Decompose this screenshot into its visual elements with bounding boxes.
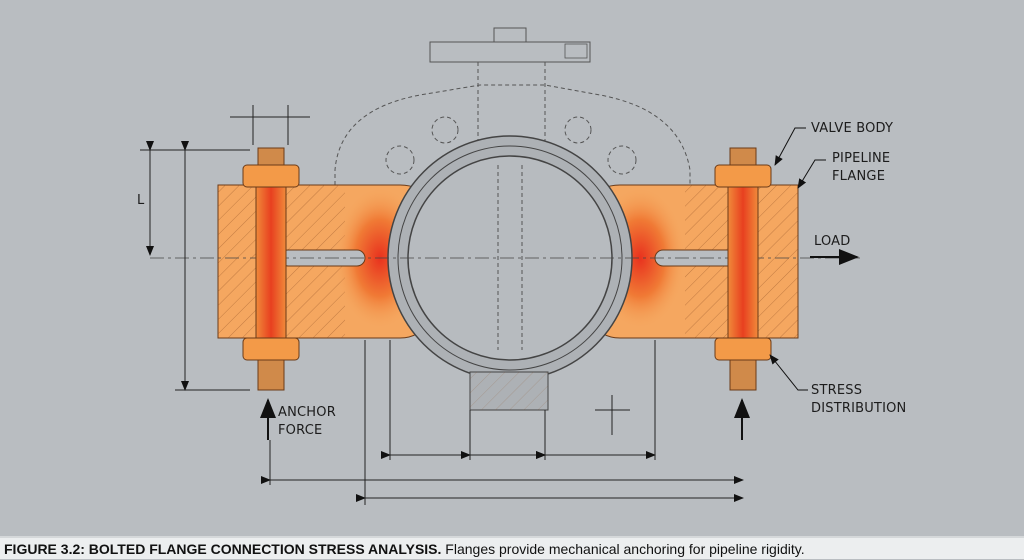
stem-cap: [493, 27, 527, 43]
bolt-left: [242, 147, 300, 391]
pipeline-flange-label: PIPELINE FLANGE: [832, 151, 891, 184]
leader-stress: [769, 354, 808, 391]
leader-valve-body: [774, 127, 806, 166]
stem-top-plate: [429, 41, 591, 63]
figure-caption: FIGURE 3.2: BOLTED FLANGE CONNECTION STR…: [0, 536, 1024, 559]
dimension-label-l: L: [137, 193, 145, 208]
load-label: LOAD: [814, 234, 851, 249]
bolt-right: [714, 147, 772, 391]
anchor-force-label: ANCHOR FORCE: [278, 405, 336, 438]
leader-pipeline-flange: [797, 159, 826, 189]
stress-distribution-label: STRESS DISTRIBUTION: [811, 383, 907, 416]
caption-title: FIGURE 3.2: BOLTED FLANGE CONNECTION STR…: [4, 541, 442, 557]
dimension-lines: [140, 105, 744, 505]
caption-description: Flanges provide mechanical anchoring for…: [441, 541, 805, 557]
flange-diagram: [140, 27, 860, 505]
valve-body-label: VALVE BODY: [811, 121, 894, 136]
